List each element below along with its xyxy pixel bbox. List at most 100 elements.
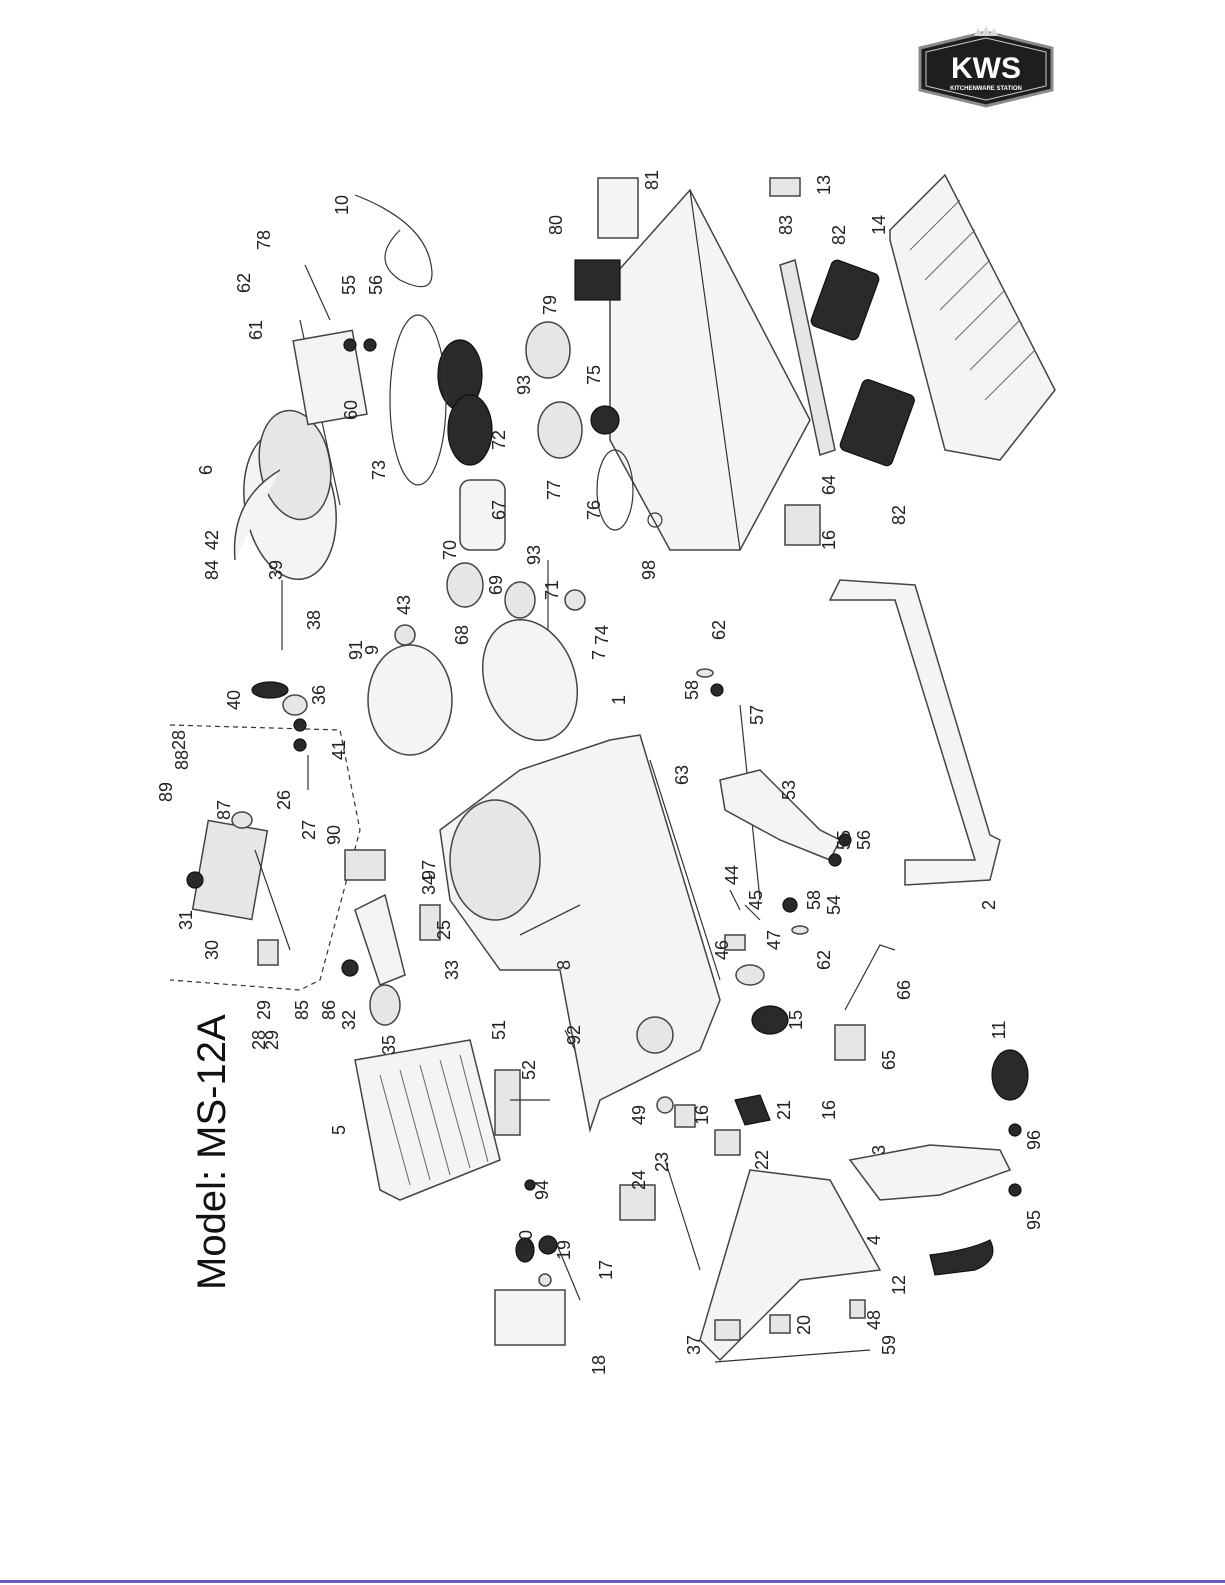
callout-72: 72 [489, 430, 509, 450]
callout-49: 49 [629, 1105, 649, 1125]
callout-84: 84 [202, 560, 222, 580]
part-9-motor [367, 644, 453, 756]
part-45 [729, 889, 741, 911]
callout-80: 80 [546, 215, 566, 235]
part-30 [191, 819, 269, 921]
part-69 [504, 581, 536, 619]
callout-17: 17 [596, 1260, 616, 1280]
part-85-pin [254, 849, 291, 951]
callout-26: 26 [274, 790, 294, 810]
callout-85: 85 [292, 1000, 312, 1020]
part-64-bar [779, 259, 836, 456]
callout-19: 19 [554, 1240, 574, 1260]
part-24 [619, 1184, 656, 1221]
part-16-upper [784, 504, 821, 546]
callout-16: 16 [819, 1100, 839, 1120]
part-3-pusher [848, 1144, 1012, 1201]
part-60-carriage [292, 329, 368, 426]
callout-87: 87 [214, 800, 234, 820]
callout-63: 63 [672, 765, 692, 785]
part-23-shaft [664, 1159, 701, 1271]
callout-90: 90 [324, 825, 344, 845]
part-16-lower [674, 1104, 696, 1128]
callout-51: 51 [489, 1020, 509, 1040]
callout-73: 73 [369, 460, 389, 480]
part-76-chain [596, 449, 634, 531]
callout-29: 29 [262, 1030, 282, 1050]
part-58-spring-lower [782, 897, 798, 913]
part-54-arm [719, 769, 842, 861]
part-81 [597, 177, 639, 239]
callout-76: 76 [584, 500, 604, 520]
part-56-lower [838, 833, 852, 847]
guard-ribs [379, 1054, 489, 1186]
callout-6: 6 [196, 465, 216, 475]
part-51 [515, 1237, 535, 1263]
part-49 [849, 1299, 866, 1319]
part-21-knob [734, 1094, 771, 1126]
callout-31: 31 [176, 910, 196, 930]
part-drawings [169, 173, 1056, 1363]
callout-68: 68 [452, 625, 472, 645]
part-20 [769, 1314, 791, 1334]
footer-rule [0, 1580, 1225, 1583]
callout-28: 28 [249, 1030, 269, 1050]
part-40-ring [251, 681, 289, 699]
callout-77: 77 [544, 480, 564, 500]
callout-25: 25 [434, 920, 454, 940]
callout-54: 54 [824, 895, 844, 915]
callout-62: 62 [709, 620, 729, 640]
part-42-a [293, 718, 307, 732]
callout-67: 67 [489, 500, 509, 520]
callout-50: 50 [516, 1230, 536, 1250]
part-31 [186, 871, 204, 889]
callout-58: 58 [804, 890, 824, 910]
callout-62: 62 [814, 950, 834, 970]
callout-48: 48 [864, 1310, 884, 1330]
callout-32: 32 [339, 1010, 359, 1030]
callout-5: 5 [329, 1125, 349, 1135]
callout-52: 52 [519, 1060, 539, 1080]
callout-42: 42 [202, 530, 222, 550]
kws-logo: KWS KITCHENWARE STATION [918, 26, 1054, 108]
callout-95: 95 [1024, 1210, 1044, 1230]
callout-83: 83 [776, 215, 796, 235]
callout-9: 9 [362, 645, 382, 655]
part-68 [446, 562, 484, 608]
part-34 [419, 904, 441, 941]
callout-86: 86 [319, 1000, 339, 1020]
body-sleeve-opening [449, 799, 541, 921]
callout-8: 8 [554, 960, 574, 970]
part-96 [1008, 1123, 1022, 1137]
callout-82: 82 [829, 225, 849, 245]
callout-24: 24 [629, 1170, 649, 1190]
callout-56: 56 [854, 830, 874, 850]
subassembly-outline [169, 724, 361, 991]
part-79-pulley [525, 321, 571, 379]
part-8 [519, 904, 581, 936]
part-67-cylinder [459, 479, 506, 551]
callout-16: 16 [692, 1105, 712, 1125]
callout-14: 14 [869, 215, 889, 235]
part-82-fan-bottom [839, 379, 915, 467]
callout-43: 43 [394, 595, 414, 615]
callout-2: 2 [979, 900, 999, 910]
callout-59: 59 [879, 1335, 899, 1355]
part-72-gear-b [447, 394, 493, 466]
part-36-bearing [282, 694, 308, 716]
logo-subtitle: KITCHENWARE STATION [950, 86, 1022, 92]
callout-93: 93 [524, 545, 544, 565]
callout-70: 70 [440, 540, 460, 560]
part-13 [769, 177, 801, 197]
callout-20: 20 [794, 1315, 814, 1335]
callout-93: 93 [514, 375, 534, 395]
body-round-port [636, 1016, 674, 1054]
part-84-guard [233, 469, 281, 561]
callout-55: 55 [339, 275, 359, 295]
callout-23: 23 [652, 1152, 672, 1172]
callout-66: 66 [894, 980, 914, 1000]
callout-1: 1 [609, 695, 629, 705]
callout-39: 39 [266, 560, 286, 580]
